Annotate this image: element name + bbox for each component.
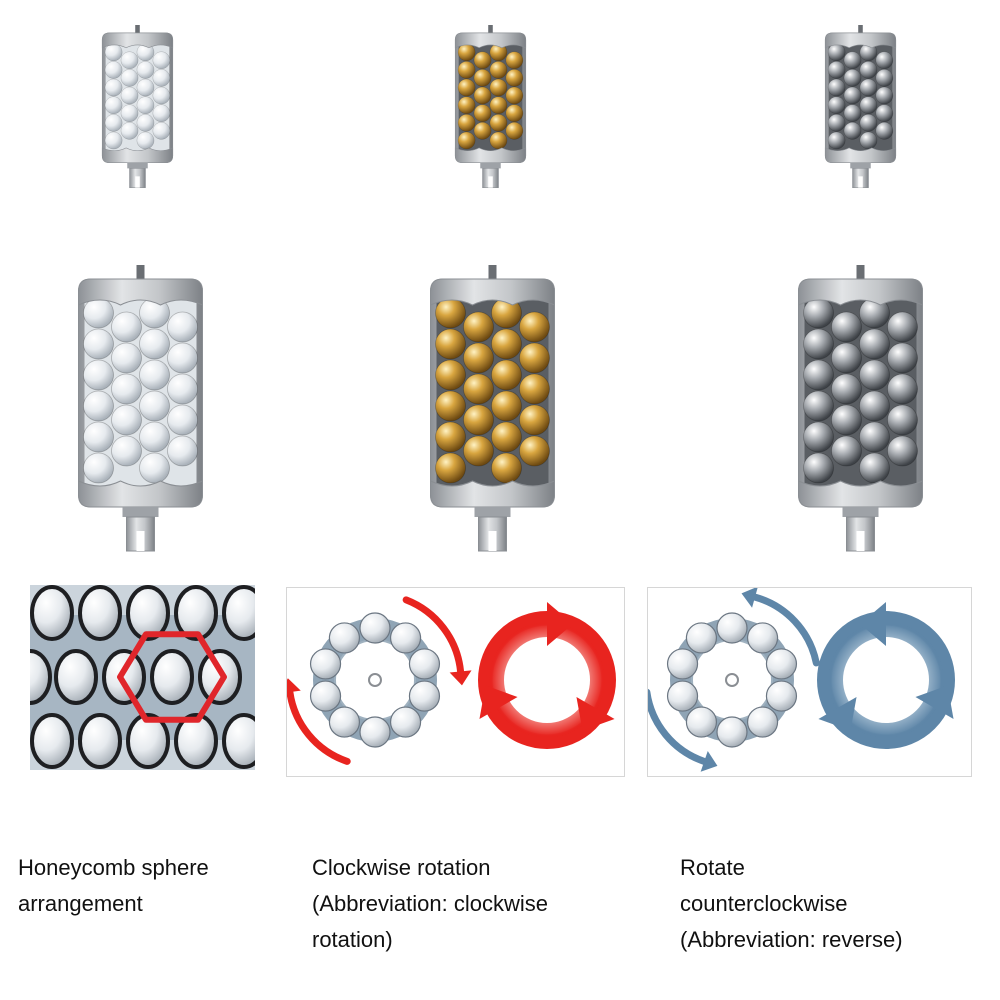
roller-clear-small [95,25,180,190]
caption-clockwise: Clockwise rotation (Abbreviation: clockw… [312,850,548,958]
clear-sphere-roller-icon [101,25,174,189]
gold-sphere-roller-icon [454,25,527,189]
roller-silver-small [818,25,903,190]
honeycomb-pattern-icon [30,585,255,770]
caption-line: Rotate [680,855,745,880]
counterclockwise-panel [647,587,972,777]
caption-honeycomb: Honeycomb sphere arrangement [18,850,209,922]
caption-line: counterclockwise [680,891,848,916]
clockwise-rotation-icon [287,596,616,765]
caption-line: rotation) [312,927,393,952]
caption-line: arrangement [18,891,143,916]
silver-sphere-roller-icon [824,25,897,189]
roller-clear-large [68,265,213,555]
clear-sphere-roller-icon [78,265,203,552]
roller-gold-small [448,25,533,190]
silver-sphere-roller-icon [798,265,923,552]
counterclockwise-rotation-icon [648,588,955,772]
caption-line: Clockwise rotation [312,855,491,880]
clockwise-panel [286,587,625,777]
honeycomb-panel [30,585,255,770]
caption-line: (Abbreviation: reverse) [680,927,903,952]
caption-line: (Abbreviation: clockwise [312,891,548,916]
roller-gold-large [420,265,565,555]
gold-sphere-roller-icon [430,265,555,552]
roller-silver-large [788,265,933,555]
caption-counterclockwise: Rotate counterclockwise (Abbreviation: r… [680,850,903,958]
caption-line: Honeycomb sphere [18,855,209,880]
